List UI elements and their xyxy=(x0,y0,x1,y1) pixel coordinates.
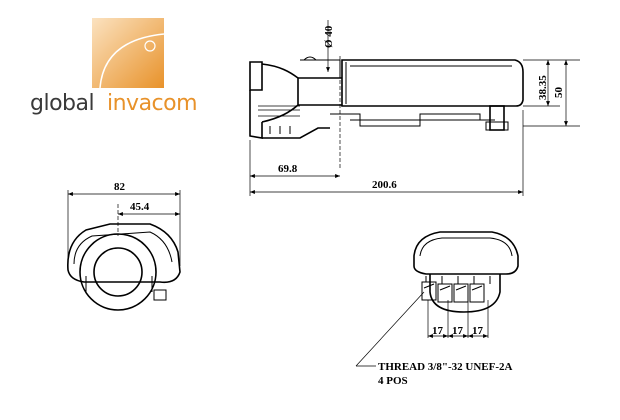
dim-spacing-1-label: 17 xyxy=(432,325,444,337)
thread-spec-note: THREAD 3/8"-32 UNEF-2A xyxy=(378,361,512,373)
logo-word-invacom: invacom xyxy=(107,91,197,116)
thread-pos-note: 4 POS xyxy=(378,375,408,387)
bottom-view: 17 17 17 THREAD 3/8"-32 UNEF-2A 4 POS xyxy=(355,231,519,387)
dim-spacing-3-label: 17 xyxy=(472,325,484,337)
logo-word-global: global xyxy=(30,91,94,116)
dim-width-label: 82 xyxy=(114,181,126,193)
dim-height-1-label: 38.35 xyxy=(537,75,549,100)
dim-diameter-label: Ø 40 xyxy=(323,25,335,48)
dim-feed-length-label: 69.8 xyxy=(278,163,298,175)
front-view: 82 45.4 xyxy=(67,181,181,311)
dim-total-length-label: 200.6 xyxy=(372,179,397,191)
side-view: Ø 40 69.8 200.6 38.35 50 xyxy=(249,20,580,196)
dim-half-label: 45.4 xyxy=(130,201,150,213)
brand-logo: global invacom xyxy=(30,18,198,116)
logo-square xyxy=(92,18,164,88)
dim-spacing-2-label: 17 xyxy=(452,325,464,337)
logo-dot-icon xyxy=(144,40,156,52)
dim-height-2-label: 50 xyxy=(553,87,565,99)
